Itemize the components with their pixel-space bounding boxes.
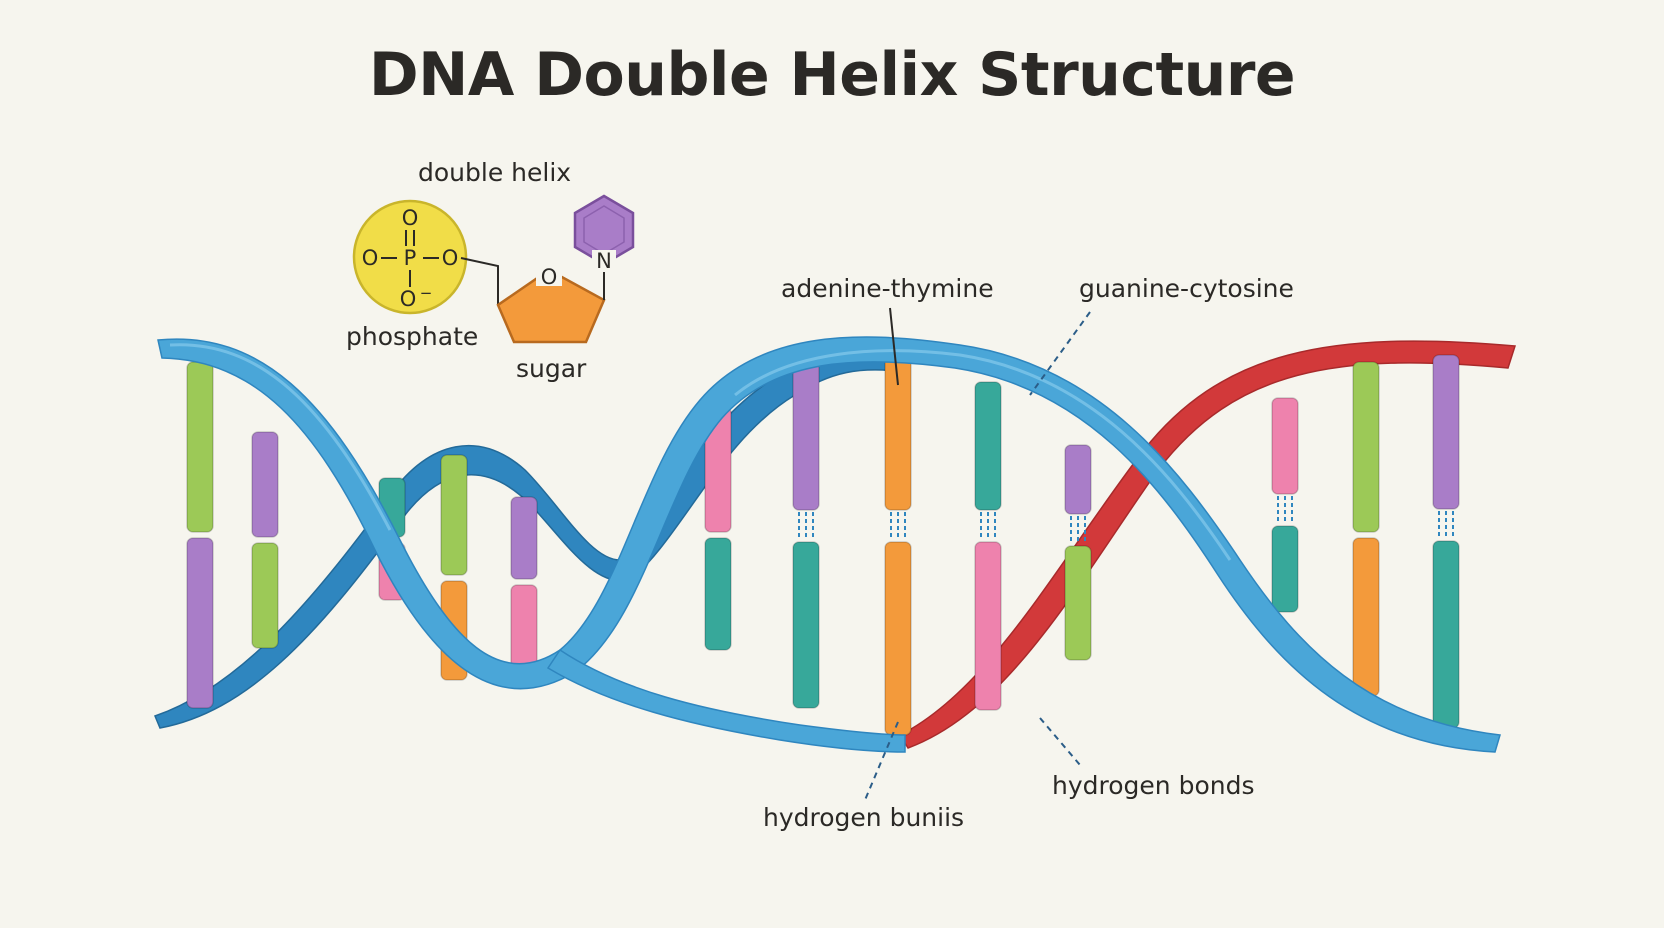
- base-pair-10-bottom-base: [1064, 545, 1092, 661]
- hydrogen-bonds-left-leader: [864, 721, 899, 801]
- label-hydrogen-bonds-left: hydrogen buniis: [763, 803, 965, 832]
- base-pair-11-top-base: [1271, 397, 1299, 495]
- label-adenine-thymine: adenine-thymine: [781, 274, 994, 303]
- base-pair-13-top-base: [1432, 354, 1460, 510]
- base-pair-12-top-base: [1352, 361, 1380, 533]
- base-pair-6-bottom-base: [704, 537, 732, 651]
- base-pair-10-top-base: [1064, 444, 1092, 515]
- base-pair-1-top-base: [186, 361, 214, 533]
- base-pair-1-bottom-base: [186, 537, 214, 709]
- sugar-pentagon: [496, 268, 606, 344]
- adenine-thymine-leader: [889, 307, 899, 386]
- label-sugar: sugar: [516, 354, 587, 383]
- base-pair-5-bottom-base: [510, 584, 538, 673]
- base-pair-13-bottom-base: [1432, 540, 1460, 729]
- label-hydrogen-bonds-right: hydrogen bonds: [1052, 771, 1255, 800]
- base-pair-9-top-base: [974, 381, 1002, 511]
- sugar-ring-oxygen: O: [541, 265, 558, 289]
- phosphate-circle: [352, 199, 468, 315]
- phosphate-atom-right: O: [442, 246, 459, 270]
- label-guanine-cytosine: guanine-cytosine: [1079, 274, 1294, 303]
- base-pair-8-bottom-base: [884, 541, 912, 736]
- base-pair-12-bottom-base: [1352, 537, 1380, 697]
- base-pair-4-top-base: [440, 454, 468, 576]
- base-pair-2-top-base: [251, 431, 279, 538]
- base-pair-7-bottom-base: [792, 541, 820, 709]
- page-title: DNA Double Helix Structure: [368, 40, 1296, 110]
- base-pair-5-top-base: [510, 496, 538, 580]
- chemistry-inset: O O P O O − O N: [352, 194, 635, 344]
- phosphate-charge: −: [420, 284, 433, 302]
- label-double-helix: double helix: [418, 158, 572, 187]
- base-pair-11-bottom-base: [1271, 525, 1299, 613]
- base-pair-2-bottom-base: [251, 542, 279, 649]
- base-pair-7-top-base: [792, 361, 820, 511]
- phosphate-atom-bottom: O: [400, 287, 417, 311]
- hydrogen-bonds-right-leader: [1039, 717, 1081, 766]
- phosphate-atom-center: P: [404, 246, 417, 270]
- base-ring-nitrogen: N: [596, 249, 612, 273]
- leader-lines: [864, 307, 1091, 801]
- front-strand-blue: [157, 336, 1501, 753]
- phosphate-atom-left: O: [362, 246, 379, 270]
- label-phosphate: phosphate: [346, 322, 479, 351]
- phosphate-atom-top: O: [402, 206, 419, 230]
- base-pairs: [186, 352, 1460, 736]
- base-pair-9-bottom-base: [974, 541, 1002, 711]
